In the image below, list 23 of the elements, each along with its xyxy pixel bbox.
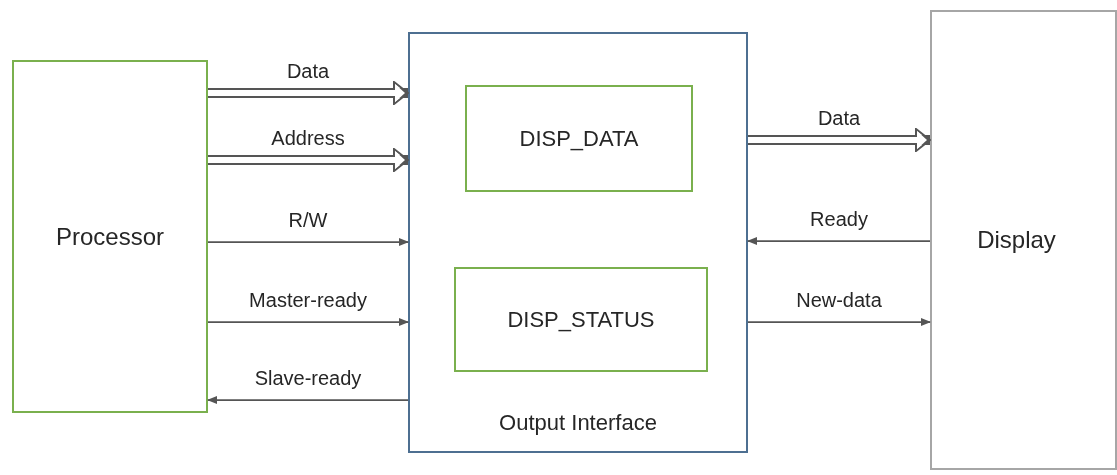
register-box [465, 85, 693, 192]
node-label: DISP_DATA [519, 125, 639, 153]
node-label: Processor [55, 221, 164, 252]
node-label: DISP_STATUS [507, 306, 655, 334]
arrow [207, 396, 409, 404]
edge-label: Data [286, 61, 330, 81]
edge-label: Ready [810, 209, 868, 229]
arrow [747, 237, 931, 245]
arrow [747, 318, 931, 326]
edge-label: Address [271, 128, 345, 148]
arrow [207, 238, 409, 246]
processor-box [12, 60, 208, 413]
edge-label: Data [817, 108, 861, 128]
display-box [930, 10, 1117, 470]
register-box [454, 267, 708, 372]
interface-box [408, 32, 748, 453]
node-label: Output Interface [499, 409, 657, 437]
edge-label: Master-ready [249, 290, 367, 310]
edge-label: Slave-ready [254, 368, 362, 388]
node-label: Display [977, 225, 1056, 255]
arrow [207, 318, 409, 326]
edge-label: New-data [796, 290, 882, 310]
edge-label: R/W [288, 210, 328, 230]
